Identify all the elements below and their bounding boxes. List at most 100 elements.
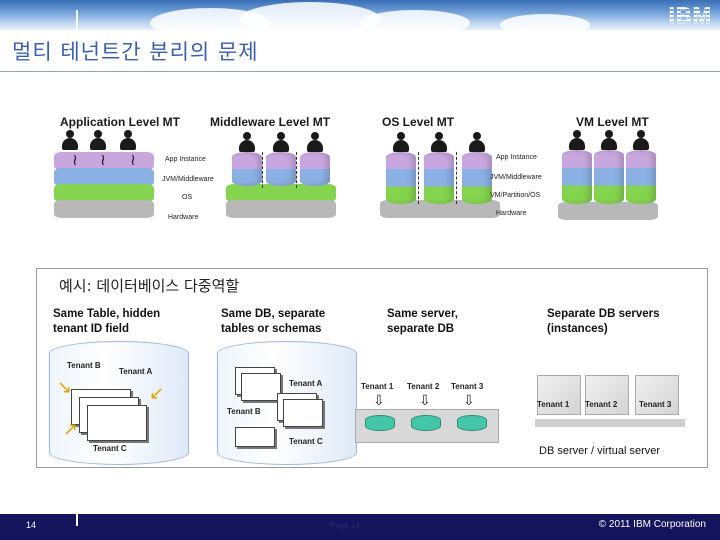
column-heading-4-line1: Separate DB servers [547, 308, 660, 320]
arrow-icon: ↙ [149, 383, 165, 404]
mt-levels-diagram: Application Level MT Middleware Level MT… [50, 110, 660, 230]
user-icon [120, 130, 136, 150]
arrow-icon: ↘ [57, 377, 73, 398]
tenant-label: Tenant 3 [639, 400, 672, 409]
column-heading-4: Separate DB servers (instances) [547, 307, 660, 337]
page-title: 멀티 테넌트간 분리의 문제 [12, 40, 259, 64]
database-icon [365, 415, 395, 431]
user-icon [633, 130, 649, 150]
jvm-layer [54, 168, 154, 186]
label-jvm-middleware-right: JVM/Middleware [490, 174, 542, 181]
hardware-layer [380, 200, 500, 218]
user-icon [393, 132, 409, 152]
tenant-label: Tenant C [289, 437, 323, 446]
hardware-layer [54, 200, 154, 218]
page-number: 14 [26, 520, 37, 530]
header-divider [76, 10, 78, 30]
down-arrow-icon: ⇩ [463, 393, 475, 409]
example-title: 예시: 데이터베이스 다중역할 [59, 277, 240, 295]
label-app-instance: App Instance [165, 156, 206, 163]
footer: 14 Page 14 © 2011 IBM Corporation [0, 514, 720, 540]
tenant-label: Tenant 3 [451, 382, 484, 391]
user-icon [273, 132, 289, 152]
cloud-decoration [240, 2, 380, 30]
column-heading-3-line2: separate DB [387, 323, 455, 335]
user-icon [601, 130, 617, 150]
server-box [585, 375, 629, 415]
user-icon [569, 130, 585, 150]
user-icon [431, 132, 447, 152]
vm-stack-cylinder [562, 150, 592, 204]
hardware-layer [558, 202, 658, 220]
column-heading-2: Same DB, separate tables or schemas [221, 307, 325, 337]
os-stack-cylinder [424, 152, 454, 204]
os-layer [54, 184, 154, 202]
column-heading-3-line1: Same server, [387, 308, 458, 320]
section-vm-level: VM Level MT [576, 115, 649, 129]
page-center-label: Page 14 [330, 521, 360, 530]
column-heading-2-line1: Same DB, separate [221, 308, 326, 320]
user-icon [307, 132, 323, 152]
tenant-label: Tenant B [67, 361, 101, 370]
user-icon [62, 130, 78, 150]
squiggle-icon: ≀ [100, 150, 106, 169]
tenant-label: Tenant 2 [585, 400, 618, 409]
user-icon [469, 132, 485, 152]
database-icon [457, 415, 487, 431]
section-application-level: Application Level MT [60, 115, 181, 129]
column-heading-1-line2: tenant ID field [53, 323, 130, 335]
label-app-instance-right: App Instance [496, 154, 537, 161]
column-heading-4-line2: (instances) [547, 323, 608, 335]
cloud-decoration [150, 8, 270, 30]
squiggle-icon: ≀ [72, 150, 78, 169]
server-base [535, 419, 685, 427]
arrow-icon: ↗ [63, 419, 79, 440]
tenant-label: Tenant C [93, 444, 127, 453]
separator [262, 152, 263, 188]
column-heading-2-line2: tables or schemas [221, 323, 322, 335]
separator [296, 152, 297, 188]
separator [456, 152, 457, 204]
tenant-label: Tenant 2 [407, 382, 440, 391]
app-cylinder [266, 152, 296, 186]
label-hardware: Hardware [168, 214, 199, 221]
server-box [537, 375, 581, 415]
tenant-label: Tenant B [227, 407, 261, 416]
footer-divider [76, 514, 78, 526]
os-layer [226, 184, 336, 202]
cloud-decoration [500, 14, 590, 30]
app-cylinder [232, 152, 262, 186]
server-caption: DB server / virtual server [539, 445, 661, 457]
section-os-level: OS Level MT [382, 115, 455, 129]
vm-stack-cylinder [626, 150, 656, 204]
db-multitenancy-example: 예시: 데이터베이스 다중역할 Same Table, hidden tenan… [36, 268, 708, 468]
tenant-label: Tenant A [289, 379, 323, 388]
header-banner: IBM [0, 0, 720, 30]
app-cylinder [300, 152, 330, 186]
column-heading-1: Same Table, hidden tenant ID field [53, 307, 160, 337]
label-jvm-middleware: JVM/Middleware [162, 176, 214, 183]
hardware-layer [226, 200, 336, 218]
title-rule [0, 71, 720, 72]
vm-stack-cylinder [594, 150, 624, 204]
ibm-logo: IBM [668, 3, 712, 28]
tenant-label: Tenant 1 [537, 400, 570, 409]
server-box [635, 375, 679, 415]
label-os: OS [182, 194, 193, 201]
os-stack-cylinder [386, 152, 416, 204]
table-icon [283, 399, 323, 427]
table-icon [235, 427, 275, 447]
user-icon [90, 130, 106, 150]
squiggle-icon: ≀ [130, 150, 136, 169]
database-icon [411, 415, 441, 431]
column-heading-1-line1: Same Table, hidden [53, 308, 161, 320]
user-icon [239, 132, 255, 152]
separator [418, 152, 419, 204]
column-heading-3: Same server, separate DB [387, 307, 458, 337]
copyright: © 2011 IBM Corporation [598, 519, 706, 530]
down-arrow-icon: ⇩ [419, 393, 431, 409]
label-hardware-right: Hardware [496, 210, 527, 217]
cloud-decoration [360, 10, 470, 30]
tenant-label: Tenant A [119, 367, 153, 376]
table-sheet [87, 405, 147, 441]
